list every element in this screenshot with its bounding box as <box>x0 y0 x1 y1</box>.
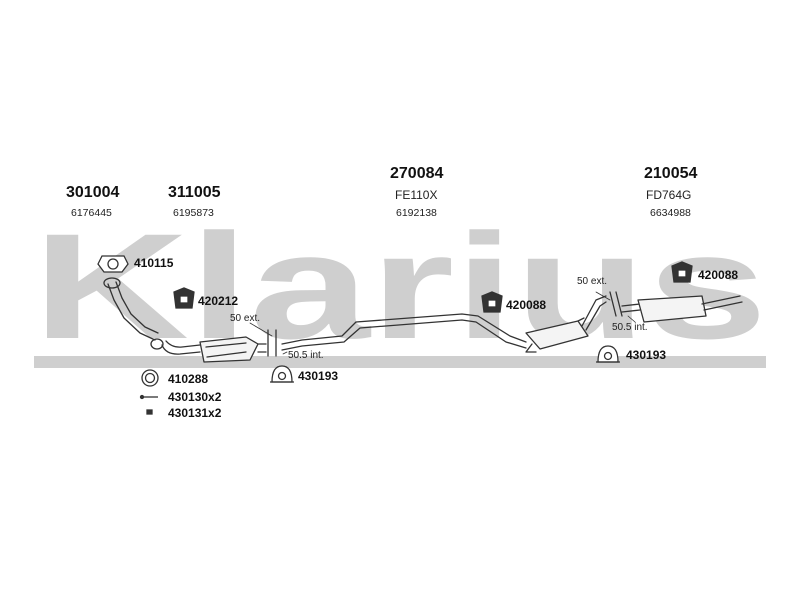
centre-silencer <box>525 295 607 353</box>
part-label-430193-rear: 430193 <box>626 348 667 362</box>
front-pipe <box>103 277 164 350</box>
gasket-410115-icon <box>97 255 129 273</box>
note-int-rear: 50.5 int. <box>612 322 648 333</box>
part-label-410115: 410115 <box>134 256 174 270</box>
group-270084-sub: FE110X <box>395 188 438 202</box>
part-label-410288: 410288 <box>168 372 209 386</box>
group-270084-code: 6192138 <box>396 207 437 219</box>
group-301004-code: 6176445 <box>71 207 112 219</box>
part-label-430131: 430131x2 <box>168 406 222 420</box>
group-210054-code: 6634988 <box>650 207 691 219</box>
rubber-mount-420212-icon <box>173 287 195 309</box>
note-ext-rear: 50 ext. <box>577 276 608 287</box>
part-label-430130: 430130x2 <box>168 390 222 404</box>
rubber-mount-420088a-icon <box>481 291 503 313</box>
nut-430131-icon <box>146 409 153 415</box>
group-301004-number: 301004 <box>66 184 120 201</box>
part-label-430193-front: 430193 <box>298 369 339 383</box>
clamp-430193a-icon <box>270 365 294 383</box>
cut-mark-2 <box>595 291 636 323</box>
watermark-text: Klarius <box>33 202 768 370</box>
rubber-mount-420088b-icon <box>671 261 693 283</box>
part-label-420088-rear: 420088 <box>698 268 739 282</box>
clamp-430193b-icon <box>596 345 620 363</box>
intermediate-pipe <box>281 313 527 351</box>
cut-mark-1 <box>249 322 288 357</box>
note-int-front: 50.5 int. <box>288 350 324 361</box>
catalytic-converter <box>161 336 267 363</box>
group-210054-sub: FD764G <box>646 188 692 202</box>
part-label-420212: 420212 <box>198 294 239 308</box>
part-label-420088-centre: 420088 <box>506 298 547 312</box>
bolt-430130-icon <box>139 394 158 400</box>
note-ext-front: 50 ext. <box>230 313 261 324</box>
seal-ring-410288-icon <box>141 369 159 387</box>
rear-silencer <box>621 295 743 323</box>
group-210054-number: 210054 <box>644 165 698 182</box>
group-311005-code: 6195873 <box>173 207 214 219</box>
group-270084-number: 270084 <box>390 165 444 182</box>
group-311005-number: 311005 <box>168 184 221 201</box>
